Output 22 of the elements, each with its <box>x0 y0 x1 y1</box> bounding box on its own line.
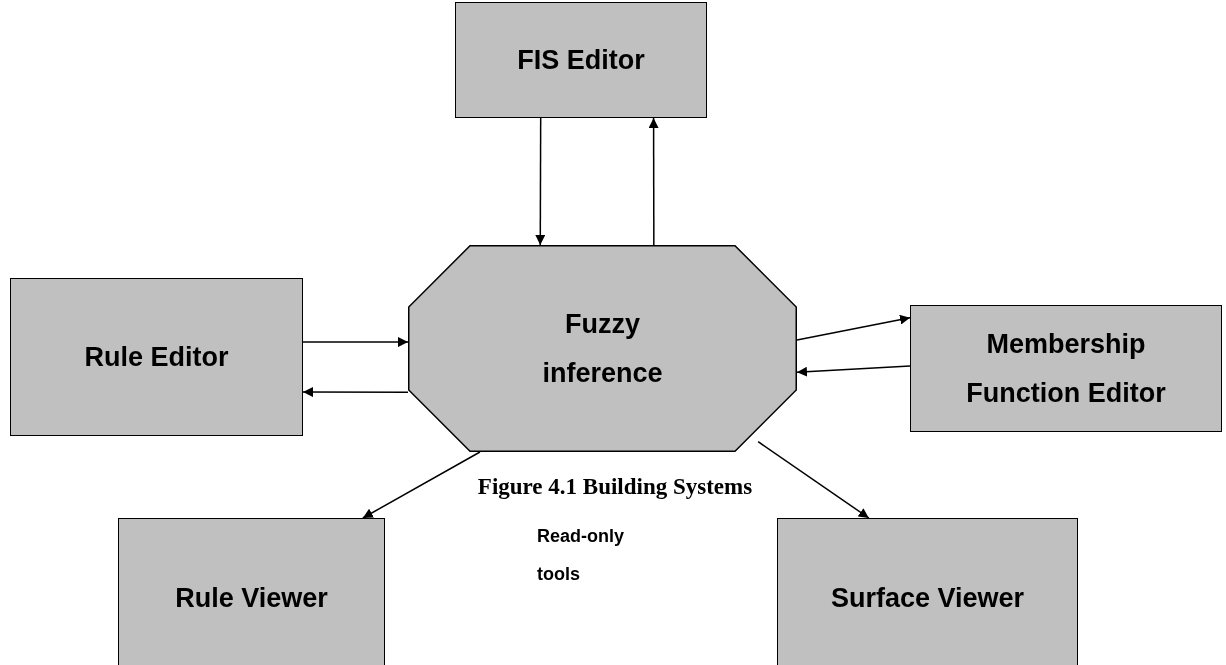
process-box <box>910 305 1222 432</box>
arrow <box>362 451 481 519</box>
process-box <box>455 2 707 118</box>
arrow <box>757 440 870 519</box>
node-label: Membership Function Editor <box>965 327 1167 410</box>
arrow <box>535 117 546 246</box>
octagon-node <box>408 245 797 452</box>
arrow <box>648 117 659 246</box>
arrow <box>796 365 911 377</box>
process-box <box>777 518 1078 665</box>
process-box <box>118 518 385 665</box>
process-box <box>10 278 303 436</box>
figure-caption: Figure 4.1 Building Systems <box>476 474 754 500</box>
node-label: Rule Viewer <box>174 581 329 615</box>
node-label: Surface Viewer <box>829 581 1026 615</box>
arrow <box>302 387 409 398</box>
arrow <box>302 337 409 348</box>
node-label: Rule Editor <box>83 340 230 374</box>
node-label: FIS Editor <box>516 43 646 77</box>
node-label: Fuzzy inference <box>541 307 664 390</box>
note-text: Read-only tools <box>537 525 625 586</box>
arrow <box>796 314 911 341</box>
